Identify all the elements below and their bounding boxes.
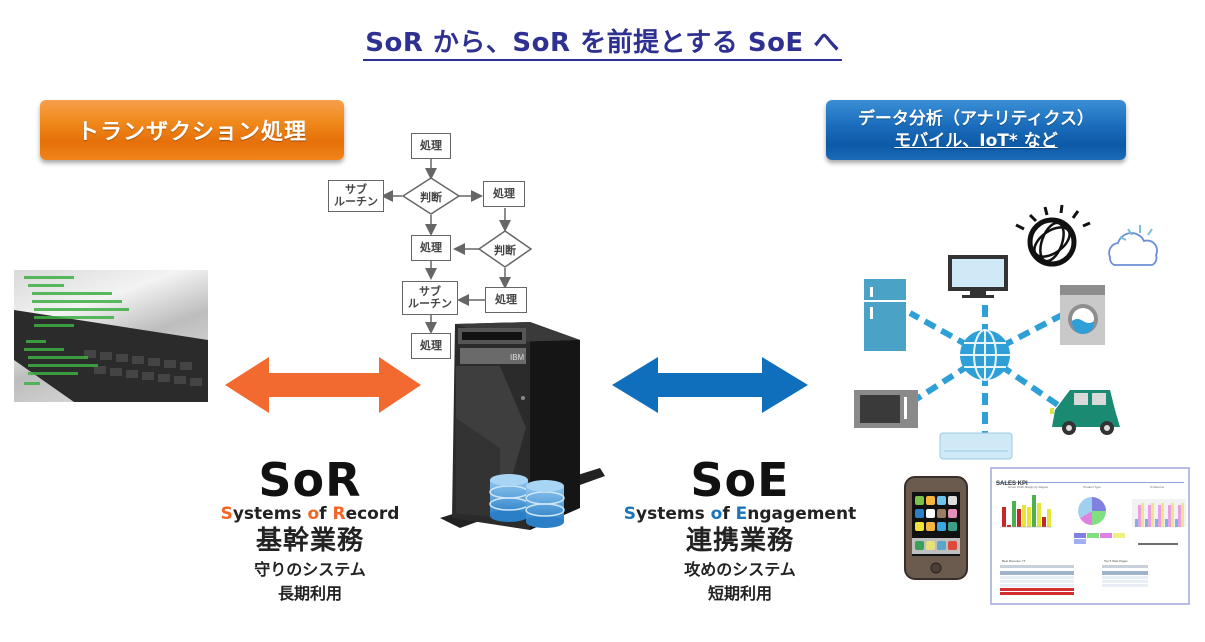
- highlighted-initial: S: [623, 504, 637, 524]
- process-box: 処理: [485, 287, 527, 313]
- television-icon: [948, 255, 1008, 298]
- soe-full-name: Systems of Engagement: [610, 504, 870, 524]
- sor-double-arrow: [225, 357, 421, 413]
- sor-domain: 基幹業務: [255, 526, 364, 556]
- sor-usage: 長期利用: [277, 584, 342, 603]
- decision-label: 判断: [494, 244, 516, 257]
- microwave-icon: [854, 390, 918, 428]
- database-icon: [489, 474, 565, 528]
- decision-diamond-1: [401, 177, 461, 215]
- database-cylinder-2: [525, 480, 565, 528]
- subroutine-line-1: サブ: [345, 183, 367, 196]
- watson-globe-icon: [1015, 204, 1091, 267]
- soe-acronym: SoE: [690, 453, 790, 507]
- subroutine-box: サブ ルーチン: [402, 281, 458, 315]
- sor-acronym: SoR: [258, 453, 362, 507]
- page-title: SoR から、SoR を前提とする SoE へ: [0, 22, 1205, 61]
- best-revenue-table: [1000, 565, 1074, 595]
- dashboard-chart3-title: % Returns: [1149, 485, 1164, 489]
- banner-label: トランザクション処理: [76, 120, 307, 145]
- soe-double-arrow: [612, 357, 808, 413]
- iot-network: [854, 204, 1158, 460]
- returns-bar-chart: [1132, 499, 1186, 545]
- highlighted-initial: o: [710, 504, 723, 524]
- soe-label-block: SoE Systems of Engagement 連携業務 攻めのシステム 短…: [610, 456, 870, 606]
- smartphone-icon: [904, 476, 968, 580]
- name-fragment: ystems: [232, 504, 308, 524]
- globe-icon: [960, 329, 1010, 381]
- banner-line-2: モバイル、IoT* など: [894, 131, 1058, 151]
- sor-label-block: SoR Systems of Record 基幹業務 守りのシステム 長期利用: [200, 456, 420, 606]
- server-brand: IBM: [510, 353, 525, 362]
- sales-kpi-dashboard: SALES KPI Gross Profit Margin by Region …: [990, 467, 1190, 605]
- process-box: 処理: [411, 133, 451, 159]
- soe-nature: 攻めのシステム: [684, 560, 796, 579]
- name-fragment: ystems: [636, 504, 711, 524]
- name-fragment: f: [319, 504, 333, 524]
- decision-label: 判断: [420, 191, 442, 204]
- subroutine-line-2: ルーチン: [334, 195, 378, 208]
- best-revenue-table-title: Best Revenue YT: [1002, 559, 1026, 563]
- name-fragment: ecord: [345, 504, 400, 524]
- soe-usage: 短期利用: [707, 584, 772, 603]
- highlighted-initial: R: [332, 504, 346, 524]
- name-fragment: f: [722, 504, 736, 524]
- analytics-mobile-iot-banner: データ分析（アナリティクス） モバイル、IoT* など: [826, 100, 1126, 160]
- blue-arrow-shape: [612, 357, 808, 413]
- banner-line-1: データ分析（アナリティクス）: [857, 109, 1095, 129]
- pie-chart-product-type: [1074, 497, 1125, 544]
- subroutine-line-1: サブ: [419, 285, 441, 298]
- process-box: 処理: [411, 235, 451, 261]
- flowchart-connectors: [381, 159, 533, 334]
- refrigerator-icon: [864, 279, 906, 351]
- dashboard-chart2-title: Product Type: [1083, 485, 1101, 489]
- sor-full-name: Systems of Record: [200, 504, 420, 524]
- flowchart: 処理 判断 サブ ルーチン 処理 処理 判断 サブ ルーチン 処理 処理: [320, 125, 540, 365]
- washing-machine-icon: [1060, 285, 1105, 345]
- subroutine-line-2: ルーチン: [408, 297, 452, 310]
- subroutine-box: サブ ルーチン: [328, 180, 384, 212]
- bar-chart-region: [1000, 495, 1052, 528]
- top-web-pages-table-title: Top 5 Web Pages: [1104, 559, 1128, 563]
- dashboard-graphics: [1000, 495, 1186, 595]
- orange-arrow-shape: [225, 357, 421, 413]
- top-web-pages-table: [1102, 565, 1148, 587]
- air-conditioner-icon: [939, 432, 1013, 460]
- highlighted-initial: E: [735, 504, 748, 524]
- decision-diamond-2: [477, 230, 533, 268]
- car-icon: [1050, 390, 1120, 435]
- dashboard-chart1-title: Gross Profit Margin by Region: [1007, 485, 1049, 489]
- transaction-processing-banner: トランザクション処理: [40, 100, 344, 160]
- keyboard-illustration: [14, 276, 208, 402]
- sor-nature: 守りのシステム: [254, 560, 366, 579]
- app-icons: [912, 496, 960, 554]
- dashboard-title: SALES KPI: [996, 481, 1028, 487]
- database-cylinder-1: [489, 474, 529, 522]
- soe-domain: 連携業務: [685, 526, 794, 556]
- dashboard-header: SALES KPI: [996, 472, 1184, 487]
- highlighted-initial: S: [220, 504, 233, 524]
- name-fragment: ngagement: [747, 504, 857, 524]
- process-box: 処理: [483, 181, 525, 207]
- title-text: SoR から、SoR を前提とする SoE へ: [363, 28, 842, 61]
- highlighted-initial: o: [307, 504, 320, 524]
- keyboard-code-photo: [14, 270, 208, 402]
- process-box: 処理: [411, 333, 451, 359]
- cloud-icon: [1108, 225, 1158, 266]
